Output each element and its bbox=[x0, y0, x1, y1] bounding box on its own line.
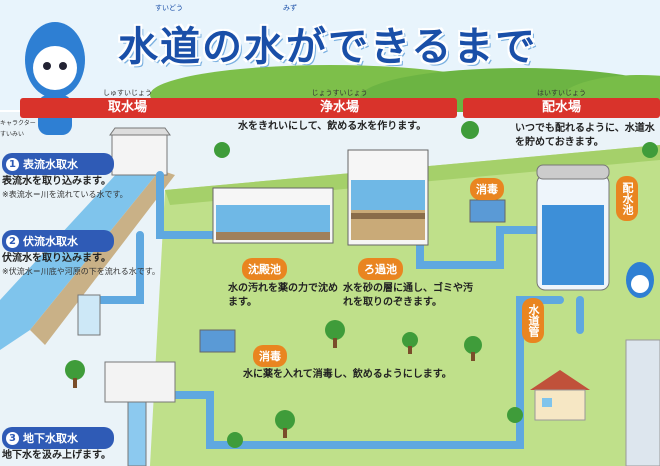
distribution-intro: いつでも配れるように、水道水を貯めておきます。 bbox=[515, 123, 655, 148]
intake-1-desc: 表流水を取り込みます。 bbox=[2, 176, 111, 187]
section-intake: しゅすいじょう 取水場 bbox=[20, 88, 235, 118]
intake-3-num: 3 bbox=[6, 431, 19, 445]
section-purification-band: 浄水場 bbox=[222, 98, 457, 118]
section-distribution: はいすいじょう 配水場 bbox=[463, 88, 660, 118]
filtration-desc: 水を砂の層に通し、ゴミや汚れを取りのぞきます。 bbox=[343, 283, 473, 308]
section-intake-ruby: しゅすいじょう bbox=[103, 89, 152, 97]
intake-3-label: 地下水取水 bbox=[23, 432, 78, 445]
character-tag: キャラクター すいみい bbox=[0, 120, 36, 138]
intake-2-note: ※伏流水＝川底や河原の下を流れる水です。 bbox=[2, 267, 160, 276]
disinfection-label: 消毒 bbox=[253, 345, 287, 367]
intake-2-desc: 伏流水を取り込みます。 bbox=[2, 253, 111, 264]
intake-1-label: 表流水取水 bbox=[23, 158, 78, 171]
section-purification-ruby: じょうすいじょう bbox=[311, 89, 368, 97]
sedimentation-label: 沈殿池 bbox=[242, 258, 287, 280]
distribution-disinfection-label: 消毒 bbox=[470, 178, 504, 200]
intake-item-3: 3 地下水取水 地下水を汲み上げます。 bbox=[2, 427, 114, 463]
intake-2-label: 伏流水取水 bbox=[23, 235, 78, 248]
disinfection-desc: 水に薬を入れて消毒し、飲めるようにします。 bbox=[243, 369, 452, 380]
section-distribution-band: 配水場 bbox=[463, 98, 660, 118]
intake-1-note: ※表流水＝川を流れている水です。 bbox=[2, 190, 128, 199]
intake-2-num: 2 bbox=[6, 234, 19, 248]
intake-1-num: 1 bbox=[6, 157, 19, 171]
section-purification: じょうすいじょう 浄水場 bbox=[222, 88, 457, 118]
page-title: 水道の水ができるまで bbox=[118, 24, 538, 70]
water-pipe-label: 水道管 bbox=[522, 298, 544, 343]
reservoir-label: 配水池 bbox=[616, 176, 638, 221]
filtration-label: ろ過池 bbox=[358, 258, 403, 280]
intake-item-1: 1 表流水取水 表流水を取り込みます。 ※表流水＝川を流れている水です。 bbox=[2, 153, 128, 200]
title-ruby-mizu: みず bbox=[283, 4, 297, 12]
intake-item-2: 2 伏流水取水 伏流水を取り込みます。 ※伏流水＝川底や河原の下を流れる水です。 bbox=[2, 230, 160, 277]
sedimentation-desc: 水の汚れを薬の力で沈めます。 bbox=[228, 283, 338, 308]
section-distribution-ruby: はいすいじょう bbox=[537, 89, 586, 97]
section-intake-band: 取水場 bbox=[20, 98, 235, 118]
title-ruby-suido: すいどう bbox=[155, 4, 183, 12]
purification-intro: 水をきれいにして、飲める水を作ります。 bbox=[238, 121, 427, 132]
intake-3-desc: 地下水を汲み上げます。 bbox=[2, 450, 111, 461]
